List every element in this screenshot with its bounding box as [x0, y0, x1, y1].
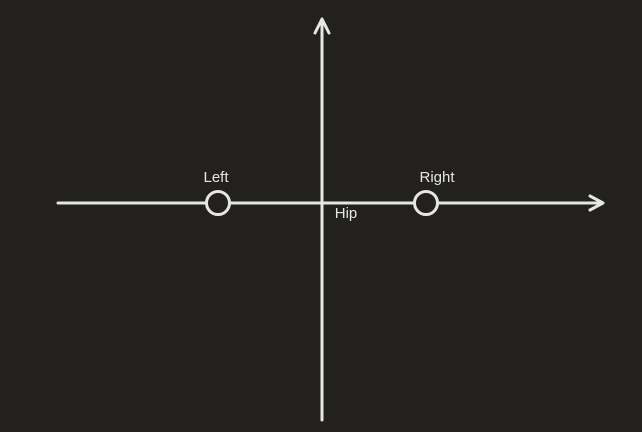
hip-label: Hip — [335, 205, 358, 222]
left-marker-circle — [205, 190, 231, 216]
horizontal-axis-arrowhead — [588, 194, 605, 212]
right-label: Right — [419, 169, 455, 186]
left-label: Left — [203, 169, 229, 186]
vertical-axis-arrowhead — [313, 17, 331, 35]
right-marker-circle — [413, 190, 439, 216]
